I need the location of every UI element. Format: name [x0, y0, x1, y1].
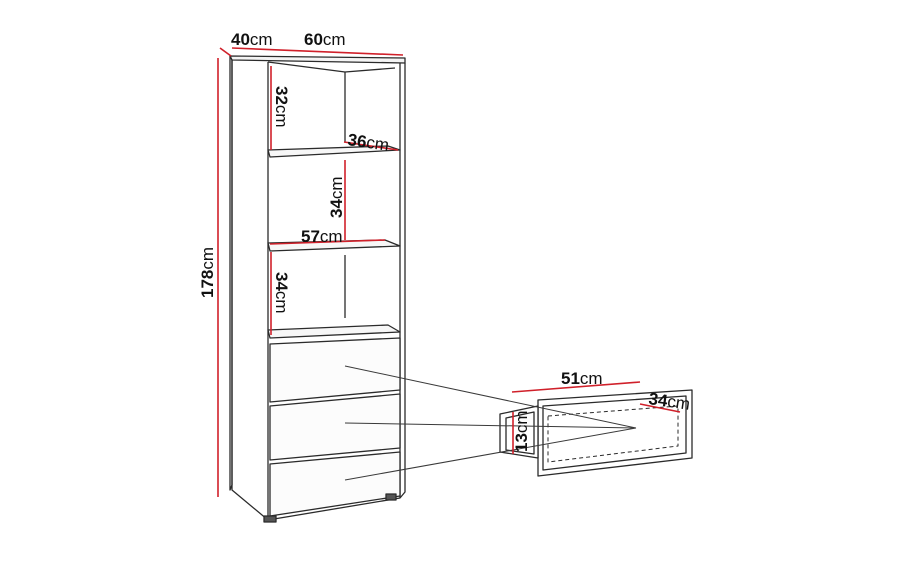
dim-line-drawer-depth — [639, 403, 681, 413]
label-depth-top: 40cm — [231, 30, 273, 49]
bookcase-body-outline — [231, 60, 406, 521]
shelf-3 — [267, 324, 401, 339]
drawer-detail — [499, 389, 693, 477]
drawer-front-2 — [269, 393, 401, 461]
drawer-front-3 — [269, 451, 401, 517]
label-drawer-height: 13cm — [512, 410, 531, 452]
label-shelf-depth: 36cm — [346, 130, 390, 155]
dimension-lines — [217, 47, 681, 497]
drawer-front-1 — [269, 337, 401, 403]
dim-line-depth-top — [219, 47, 232, 57]
pointer-line-2 — [344, 422, 637, 429]
drawer-side-panel — [499, 405, 539, 459]
drawer-box-rim — [542, 395, 687, 471]
label-height-total: 178cm — [198, 247, 217, 298]
drawer-side-panel-inner — [505, 411, 535, 455]
dim-line-drawer-width — [511, 381, 641, 393]
dimension-labels: 40cm 60cm 178cm 32cm 36cm 34cm 57cm 34cm… — [198, 30, 691, 452]
label-shelf-height-middle: 34cm — [327, 176, 346, 218]
label-shelf-height-top: 32cm — [272, 86, 291, 128]
label-width-top: 60cm — [304, 30, 346, 49]
shelf-1 — [267, 145, 401, 158]
label-drawer-width: 51cm — [561, 369, 603, 388]
pointer-lines — [344, 365, 637, 481]
pointer-line-1 — [344, 365, 637, 429]
compartment-back-wall-top — [267, 61, 396, 73]
drawer-box-inner-dashed — [547, 405, 679, 463]
bookcase-top-panel — [229, 55, 406, 64]
dim-line-shelf-depth — [343, 141, 399, 151]
label-drawer-depth: 34cm — [647, 389, 691, 414]
dim-line-width-top — [231, 47, 404, 56]
bookcase-foot-right — [385, 493, 397, 501]
label-shelf-width: 57cm — [301, 227, 343, 246]
label-shelf-height-bottom: 34cm — [272, 272, 291, 314]
dim-line-shelf-width — [269, 239, 386, 245]
bookcase — [229, 55, 406, 523]
bookcase-foot-left — [263, 515, 277, 523]
pointer-line-3 — [344, 427, 637, 481]
